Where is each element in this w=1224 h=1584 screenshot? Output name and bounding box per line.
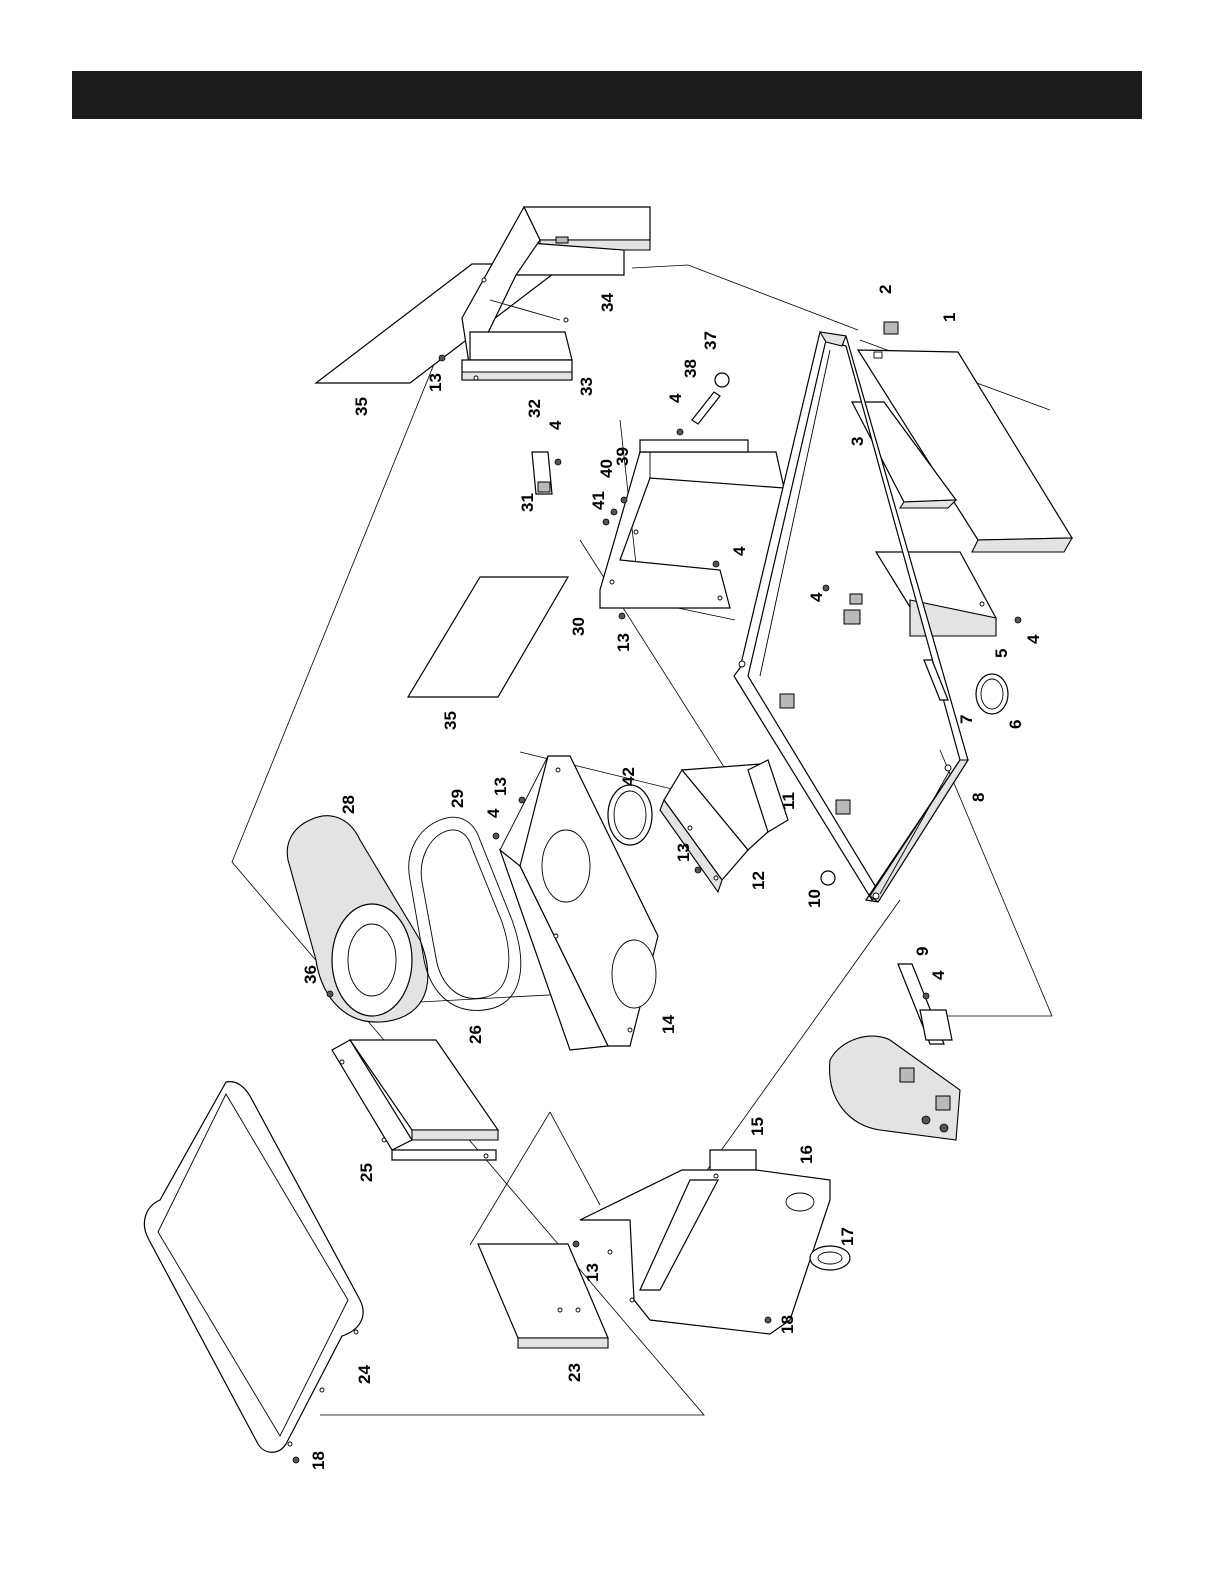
callout-13-e: 13: [583, 1263, 602, 1282]
callout-33: 33: [577, 377, 596, 396]
callout-29: 29: [448, 789, 467, 808]
callout-4-d: 4: [807, 592, 826, 602]
callout-4-c: 4: [730, 546, 749, 556]
part-15-16-side-panel: [580, 1150, 830, 1334]
callout-1: 1: [940, 313, 959, 322]
callout-10: 10: [805, 889, 824, 908]
part-23-panel: [478, 1244, 608, 1348]
callout-34: 34: [598, 293, 617, 312]
part-10-knob: [821, 871, 835, 885]
callout-8: 8: [969, 793, 988, 802]
part-32-34-bracket-assembly: [462, 207, 650, 380]
part-1-cover: [852, 322, 1072, 552]
callout-23: 23: [565, 1363, 584, 1382]
callout-13-b: 13: [614, 633, 633, 652]
callout-2: 2: [876, 285, 895, 294]
part-24-lid: [144, 1082, 363, 1453]
callout-12: 12: [749, 871, 768, 890]
callout-16: 16: [797, 1145, 816, 1164]
callout-25: 25: [357, 1163, 376, 1182]
callout-32: 32: [525, 399, 544, 418]
callout-4-f: 4: [484, 808, 503, 818]
callout-6: 6: [1006, 720, 1025, 729]
part-42-ring: [608, 785, 652, 845]
callout-35-b: 35: [441, 711, 460, 730]
callout-5: 5: [992, 649, 1011, 658]
part-37-38-handle: [692, 373, 729, 424]
part-5-bracket: [876, 552, 996, 636]
callout-31: 31: [518, 493, 537, 512]
callout-4-a: 4: [546, 420, 565, 430]
callout-11: 11: [779, 792, 798, 810]
part-31-clip: [532, 452, 552, 494]
callout-41: 41: [589, 491, 608, 510]
callout-13-c: 13: [491, 777, 510, 796]
control-module: [830, 1036, 960, 1140]
callout-4-g: 4: [929, 970, 948, 980]
part-35-lower-panel: [408, 577, 568, 697]
part-17-grommet: [810, 1246, 850, 1270]
callout-17: 17: [838, 1227, 857, 1246]
callout-26: 26: [466, 1025, 485, 1044]
callout-13-d: 13: [674, 843, 693, 862]
callout-36: 36: [301, 965, 320, 984]
callout-18-a: 18: [778, 1315, 797, 1334]
callout-24: 24: [355, 1365, 374, 1384]
callout-4-e: 4: [1024, 634, 1043, 644]
callout-13-a: 13: [426, 373, 445, 392]
callout-40: 40: [597, 459, 616, 478]
part-11-12-chute: [660, 760, 788, 892]
callout-3: 3: [848, 437, 867, 446]
callout-7: 7: [957, 715, 976, 724]
callout-42: 42: [619, 767, 638, 786]
callout-15: 15: [748, 1117, 767, 1136]
callout-14: 14: [659, 1015, 678, 1034]
callout-38: 38: [681, 359, 700, 378]
callout-18-b: 18: [309, 1451, 328, 1470]
callout-30: 30: [569, 617, 588, 636]
callout-9: 9: [913, 947, 932, 956]
callout-35-a: 35: [352, 397, 371, 416]
callout-28: 28: [339, 795, 358, 814]
callout-37: 37: [701, 331, 720, 350]
part-6-ring: [976, 674, 1008, 714]
part-28-blower-housing: [287, 816, 428, 1022]
callout-4-b: 4: [666, 393, 685, 403]
